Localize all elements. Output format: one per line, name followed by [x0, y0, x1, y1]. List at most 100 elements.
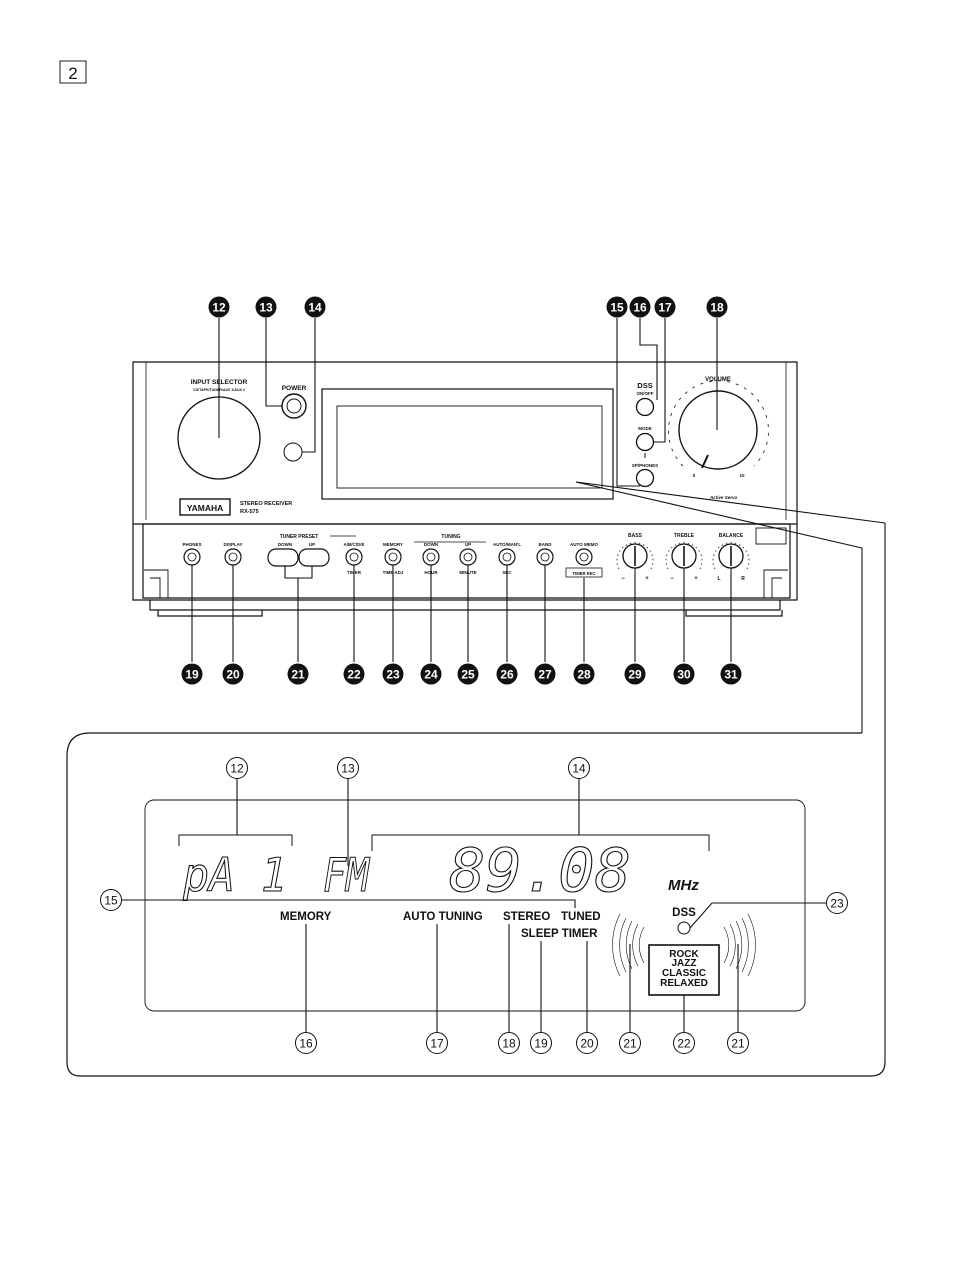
detail-callout-12: 12 — [230, 762, 244, 776]
dss-indicator-ring — [677, 921, 691, 935]
display-window-inner — [336, 405, 603, 489]
callout-12: 12 — [212, 301, 226, 315]
treble-scale — [665, 542, 703, 570]
callout-26: 26 — [500, 668, 514, 682]
callout-ring — [576, 1032, 598, 1054]
detail-callout-19: 19 — [534, 1037, 548, 1051]
bracket-right — [763, 569, 788, 598]
power-button-inner — [286, 398, 302, 414]
yamaha-logo: YAMAHA — [187, 503, 224, 513]
memory-button[interactable] — [384, 548, 402, 566]
callout-disc — [534, 663, 556, 685]
right-door — [755, 527, 787, 545]
callout-ring — [498, 1032, 520, 1054]
callout-29: 29 — [628, 668, 642, 682]
callout-20: 20 — [226, 668, 240, 682]
abcde-button[interactable] — [345, 548, 363, 566]
callout-ring — [295, 1032, 317, 1054]
display-detail — [66, 732, 886, 1077]
dss-arcs-left — [612, 913, 645, 977]
dss-onoff-label: ON/OFF — [637, 391, 654, 396]
callout-ring — [673, 1032, 695, 1054]
page-number-box — [59, 60, 87, 84]
callout-28: 28 — [577, 668, 591, 682]
callout-14: 14 — [308, 301, 322, 315]
phones-label: PHONES — [182, 542, 201, 547]
foot-right — [685, 610, 783, 617]
sp-phones-button[interactable] — [635, 468, 655, 488]
mode-relaxed: RELAXED — [660, 978, 708, 989]
treble-minus: − — [670, 576, 674, 582]
detail-leader-15 — [122, 899, 576, 908]
auto-memo-button[interactable] — [575, 548, 593, 566]
callout-disc — [606, 296, 628, 318]
callout-disc — [208, 296, 230, 318]
preset-bracket — [178, 834, 293, 846]
frequency-readout: 89.08 — [449, 836, 631, 906]
callout-disc — [573, 663, 595, 685]
callout-disc — [420, 663, 442, 685]
sleep-timer-indicator: SLEEP TIMER — [521, 928, 598, 940]
memory-indicator: MEMORY — [280, 911, 332, 923]
detail-callout-21b: 21 — [731, 1037, 745, 1051]
callout-22: 22 — [347, 668, 361, 682]
callout-27: 27 — [538, 668, 552, 682]
front-panel-labels: INPUT SELECTOR CD/TAPE/TUNER/AUX 1/AUX 2… — [182, 377, 745, 582]
page-number: 2 — [68, 64, 77, 83]
memory-button-inner — [388, 552, 398, 562]
dss-indicator: DSS — [672, 907, 696, 919]
detail-callouts: 12 13 14 15 16 17 18 19 20 21 22 23 21 — [100, 757, 848, 1054]
callout-30: 30 — [677, 668, 691, 682]
callout-ring — [100, 889, 122, 911]
tuner-preset-label: TUNER PRESET — [280, 534, 319, 540]
tuning-down-button[interactable] — [422, 548, 440, 566]
leader-15 — [616, 318, 640, 487]
display-window-outer — [321, 388, 614, 500]
active-servo-label: Active Servo — [709, 495, 738, 500]
display-button[interactable] — [224, 548, 242, 566]
auto-manl-label: AUTO/MAN'L — [493, 542, 521, 547]
dss-onoff-button[interactable] — [635, 397, 655, 417]
callout-24: 24 — [424, 668, 438, 682]
callout-16: 16 — [633, 301, 647, 315]
volume-max-label: 10 — [739, 473, 745, 478]
tuning-up-label: UP — [465, 542, 471, 547]
callout-disc — [343, 663, 365, 685]
detail-leader-23 — [689, 902, 826, 929]
band-label: BAND — [539, 542, 553, 547]
front-panel — [132, 361, 798, 617]
phones-jack[interactable] — [183, 548, 201, 566]
callout-17: 17 — [658, 301, 672, 315]
bass-plus: + — [645, 576, 649, 582]
dss-mode-button[interactable] — [635, 432, 655, 452]
callout-19: 19 — [185, 668, 199, 682]
stereo-indicator: STEREO — [503, 911, 550, 923]
detail-display-frame — [144, 799, 806, 1012]
preset-up-label: UP — [309, 542, 315, 547]
callout-21: 21 — [291, 668, 305, 682]
callout-ring — [727, 1032, 749, 1054]
auto-manl-button[interactable] — [498, 548, 516, 566]
volume-label: VOLUME — [705, 377, 731, 383]
preset-up-button[interactable] — [298, 548, 330, 567]
volume-knob[interactable] — [678, 390, 758, 470]
memory-label: MEMORY — [383, 542, 403, 547]
bracket-left — [144, 569, 169, 598]
preset-readout: pA 1 — [182, 848, 287, 902]
power-button[interactable] — [281, 393, 307, 419]
frequency-bracket — [371, 834, 710, 851]
timer-rec-label: TIMER REC — [572, 571, 595, 576]
tuned-indicator: TUNED — [561, 911, 601, 923]
detail-callout-23: 23 — [830, 897, 844, 911]
bass-label: BASS — [628, 533, 643, 539]
tuning-up-button[interactable] — [459, 548, 477, 566]
zoom-line-lower — [575, 481, 863, 549]
lower-chassis — [132, 524, 798, 601]
callout-25: 25 — [461, 668, 475, 682]
mode-jazz: JAZZ — [672, 958, 697, 969]
callout-disc — [624, 663, 646, 685]
balance-scale — [712, 542, 750, 570]
band-button[interactable] — [536, 548, 554, 566]
preset-down-button[interactable] — [267, 548, 299, 567]
